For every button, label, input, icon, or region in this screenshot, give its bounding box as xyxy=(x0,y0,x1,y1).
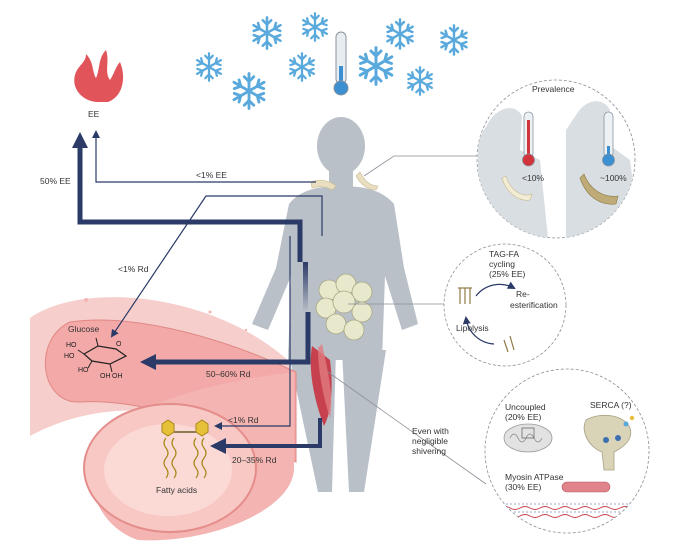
prevalence-panel: Prevalence <10% ~100% xyxy=(476,79,636,239)
flame-icon xyxy=(74,50,124,102)
triglyceride-icon xyxy=(458,287,472,304)
snowflake-icons xyxy=(196,12,468,110)
bat-large-deposit xyxy=(579,173,619,205)
flux-arrows xyxy=(72,130,323,454)
snowflake-icon xyxy=(386,18,414,50)
glucose-ho-3: HO xyxy=(78,367,89,374)
head xyxy=(317,117,365,175)
arrow-fade-segment xyxy=(303,262,308,312)
label-50-60-rd: 50–60% Rd xyxy=(206,369,251,379)
right-leg xyxy=(342,350,386,492)
snowflake-icon xyxy=(232,72,266,110)
glucose-ho-1: HO xyxy=(66,342,77,349)
muscle-mechanisms-panel: Uncoupled (20% EE) SERCA (?) Myosin ATPa… xyxy=(484,368,650,534)
glucose-molecule: Glucose HO HO HO O OH OH xyxy=(64,324,128,380)
warm-thermometer-icon xyxy=(522,111,535,167)
bat-small-deposit xyxy=(501,175,533,201)
snowflake-icon xyxy=(289,52,315,82)
snowflake-icon xyxy=(252,16,282,50)
arrow-lt1-rd-upper xyxy=(110,195,323,338)
snowflake-icon xyxy=(196,52,222,82)
label-20-35-rd: 20–35% Rd xyxy=(232,455,277,465)
arrow-20-35-rd xyxy=(210,418,322,454)
myosin-line1: Myosin ATPase xyxy=(505,472,564,482)
shivering-line2: negligible xyxy=(412,436,448,446)
cold-thermometer-icon xyxy=(333,31,349,96)
bat-left xyxy=(310,179,337,191)
reesterification-line2: esterification xyxy=(510,300,558,310)
glucose-label: Glucose xyxy=(68,324,99,334)
label-50-ee: 50% EE xyxy=(40,176,71,186)
label-lt1-rd-upper: <1% Rd xyxy=(118,264,149,274)
arrow-lt1-rd-lower xyxy=(214,236,291,430)
arrow-50-60-rd xyxy=(140,312,311,370)
snowflake-icon xyxy=(440,24,468,56)
glucose-ring-o: O xyxy=(116,341,122,348)
myofibril-icon xyxy=(494,481,640,518)
human-silhouette xyxy=(252,117,418,492)
uncoupled-line1: Uncoupled xyxy=(505,402,546,412)
serca-pump-icon xyxy=(583,414,635,471)
label-lt1-ee: <1% EE xyxy=(196,170,227,180)
serca-label: SERCA (?) xyxy=(590,400,632,410)
reesterification-line1: Re- xyxy=(516,289,530,299)
snowflake-icon xyxy=(407,66,433,96)
glucose-oh-1: OH xyxy=(100,373,111,380)
snowflake-icon xyxy=(302,12,328,42)
tagfa-cycling-panel: TAG-FA cycling (25% EE) Re- esterificati… xyxy=(443,243,567,367)
snowflake-icon xyxy=(358,46,394,86)
myosin-line2: (30% EE) xyxy=(505,482,542,492)
free-fatty-acid-icon xyxy=(503,335,515,353)
arrow-50-ee xyxy=(72,132,303,262)
bat-right xyxy=(355,171,379,191)
label-lt1-rd-lower: <1% Rd xyxy=(228,415,259,425)
white-adipose-cluster xyxy=(315,273,373,341)
prevalence-high-label: ~100% xyxy=(600,173,627,183)
thigh-muscle xyxy=(310,344,332,426)
glucose-ho-2: HO xyxy=(64,353,75,360)
tagfa-title-line2: cycling xyxy=(489,259,515,269)
mitochondrion-icon xyxy=(503,423,553,453)
uncoupled-line2: (20% EE) xyxy=(505,412,542,422)
fatty-acids-label: Fatty acids xyxy=(156,485,197,495)
tagfa-title-line3: (25% EE) xyxy=(489,269,526,279)
torso xyxy=(252,186,418,360)
prevalence-low-label: <10% xyxy=(522,173,544,183)
callout-lines xyxy=(327,155,487,485)
lipolysis-label: Lipolysis xyxy=(456,323,489,333)
shivering-line3: shivering xyxy=(412,446,446,456)
fatty-acid-molecules: Fatty acids xyxy=(156,419,209,495)
cool-thermometer-icon xyxy=(602,111,615,167)
tagfa-title-line1: TAG-FA xyxy=(489,249,519,259)
ee-top-label: EE xyxy=(88,109,100,119)
shivering-line1: Even with xyxy=(412,426,449,436)
glucose-oh-2: OH xyxy=(112,373,123,380)
arrow-lt1-ee xyxy=(92,130,316,183)
prevalence-title: Prevalence xyxy=(532,84,575,94)
